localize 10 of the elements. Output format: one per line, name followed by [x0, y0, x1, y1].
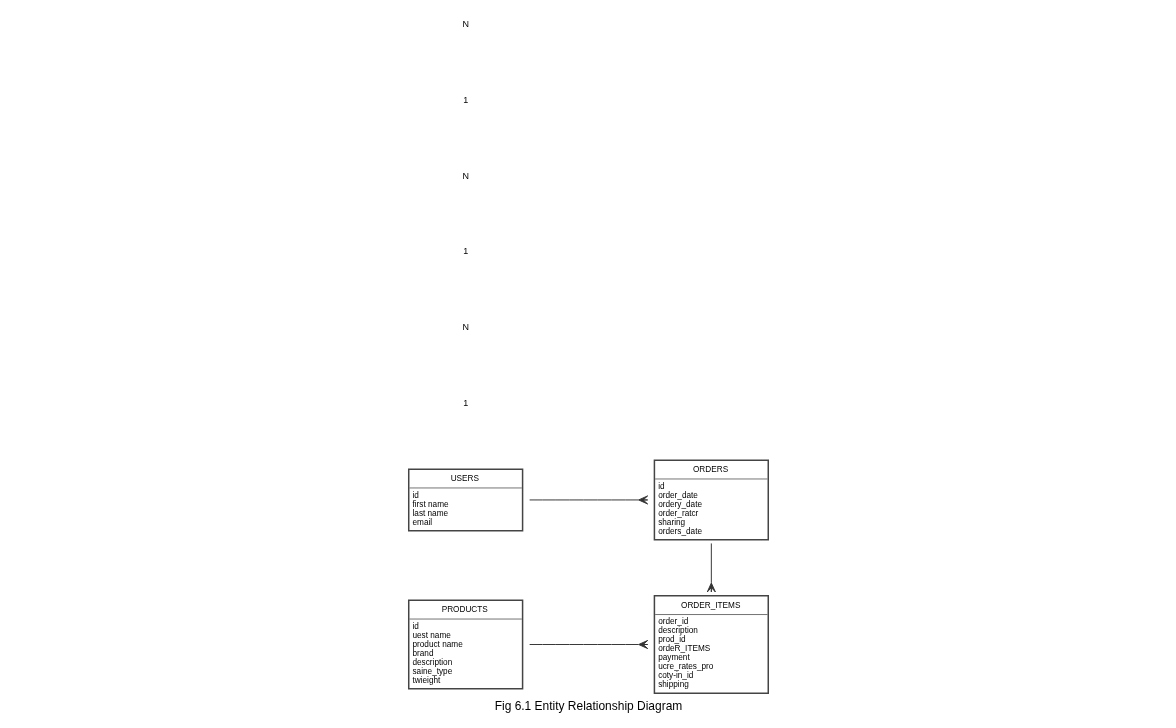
label: 1	[462, 397, 468, 408]
connector	[706, 542, 716, 593]
label: 1	[462, 95, 468, 106]
label: N	[461, 321, 469, 332]
label: N	[461, 19, 469, 30]
connector	[528, 639, 648, 650]
caption: Fig 6.1 Entity Relationship Diagram	[494, 698, 682, 713]
connector	[528, 495, 648, 505]
label: 1	[462, 246, 468, 257]
label: N	[461, 170, 469, 181]
